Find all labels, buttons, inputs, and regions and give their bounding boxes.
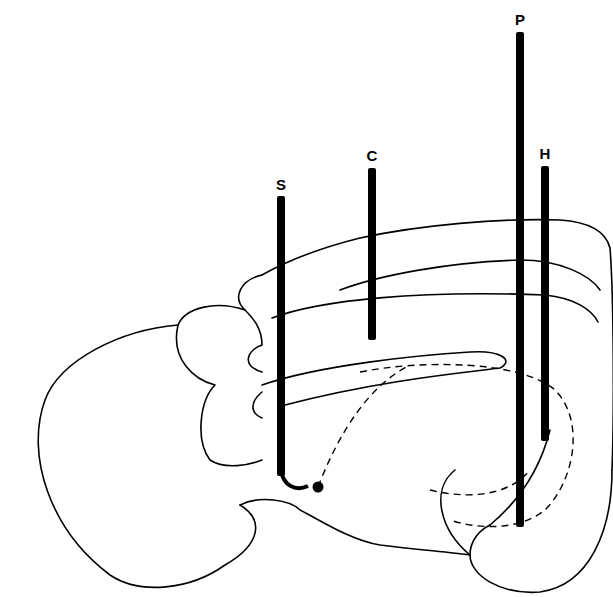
cortex-layer xyxy=(340,260,600,290)
anterior-fold xyxy=(178,275,262,325)
electrode-tip xyxy=(313,482,324,493)
corpus-callosum-lower xyxy=(262,352,506,405)
olfactory-lobe xyxy=(38,325,255,587)
fornix-tract xyxy=(318,365,410,487)
electrode-hook xyxy=(281,470,308,488)
electrode-s xyxy=(277,196,285,476)
septal-outline xyxy=(176,325,262,466)
hippocampus-inner xyxy=(441,470,470,555)
inner-fold xyxy=(253,392,262,418)
electrode-label: H xyxy=(539,146,552,162)
hippocampal-tract-inner xyxy=(430,470,530,495)
anterior-fold-2 xyxy=(245,310,262,372)
cortex-outline xyxy=(262,220,613,470)
electrode-p xyxy=(516,32,524,527)
electrode-h xyxy=(541,166,549,441)
electrode-label: C xyxy=(366,148,379,164)
basal-outline xyxy=(240,500,470,555)
electrode-label: S xyxy=(275,177,287,193)
ventral-outline xyxy=(470,470,612,592)
corpus-callosum-upper xyxy=(272,294,598,322)
electrode-c xyxy=(368,168,376,340)
electrode-label: P xyxy=(514,12,526,28)
